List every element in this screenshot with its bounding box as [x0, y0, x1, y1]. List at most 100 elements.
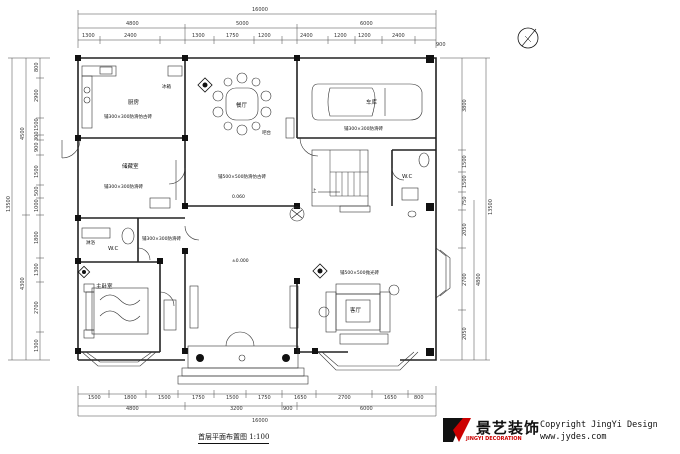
bottom-dim-d8: 2700 [338, 395, 351, 401]
bottom-dim-d2: 1800 [124, 395, 137, 401]
top-dim-1: 4800 [126, 21, 139, 27]
room-storage-name: 储藏室 [122, 162, 139, 170]
diamond-marker-icon [197, 77, 213, 93]
top-dim-d4: 1750 [226, 33, 239, 39]
website-text: www.jydes.com [540, 432, 607, 442]
left-dim-d4: 300 [34, 131, 40, 141]
bay-windows [81, 247, 451, 371]
right-overall-dim: 13500 [488, 199, 494, 215]
fridge-label: 冰箱 [162, 83, 171, 90]
room-garage-name: 车库 [366, 98, 378, 106]
left-overall-dim: 13500 [6, 196, 12, 212]
bottom-dim-d10: 800 [414, 395, 424, 401]
left-dim-d10: 1300 [34, 263, 40, 276]
bottom-overall-dim: 16000 [252, 418, 268, 424]
bottom-dim-d7: 1650 [294, 395, 307, 401]
living-room: ±0.000 铺500×500抛光砖 客厅 [232, 258, 400, 345]
top-dim-d5: 1200 [258, 33, 271, 39]
dining-room: 餐厅 铺500×500防滑仿古砖 吧台 0.060 [197, 72, 295, 200]
exterior-walls [77, 57, 437, 361]
left-dim-d9: 1800 [34, 231, 40, 244]
left-dim-d8: 1000 [34, 199, 40, 212]
room-dining-note: 铺500×500防滑仿古砖 [218, 173, 266, 180]
room-bedroom-name: 主卧室 [96, 282, 113, 290]
door-swings [137, 167, 405, 307]
left-dim-d3: 1500 [34, 118, 40, 131]
wc-right: W.C [401, 152, 430, 218]
right-dim-d1: 3800 [462, 99, 468, 112]
top-dim-3: 6000 [360, 21, 373, 27]
left-mid-dim-1: 4500 [20, 127, 26, 140]
room-wc-right-name: W.C [402, 174, 413, 180]
left-dim-d2: 2900 [34, 89, 40, 102]
plant-icon [289, 206, 305, 222]
plan-title: 首层平面布置图 1:100 [198, 432, 270, 444]
room-living-name: 客厅 [350, 306, 362, 314]
brand-logo-icon [443, 418, 471, 442]
room-dining-name: 餐厅 [236, 101, 248, 109]
kitchen: 冰箱 厨房 铺300×300防滑仿古砖 [81, 65, 183, 129]
bottom-dim-3: 900 [283, 406, 293, 412]
staircase: 上 [311, 149, 371, 213]
room-storage-note: 铺300×300防滑砖 [104, 183, 143, 190]
right-dim-d3: 1500 [462, 175, 468, 188]
bottom-dim-4: 6000 [360, 406, 373, 412]
wc-left: W.C 铺300×300防滑砖 淋浴 [81, 227, 181, 252]
entrance-porch [177, 285, 309, 385]
bottom-dim-d3: 1500 [158, 395, 171, 401]
top-dim-d6: 2400 [300, 33, 313, 39]
right-dim-d4: 750 [462, 196, 468, 206]
bottom-dim-d1: 1500 [88, 395, 101, 401]
diamond-marker-icon [77, 265, 91, 279]
room-kitchen-name: 厨房 [128, 98, 140, 106]
bar-label: 吧台 [262, 129, 271, 136]
right-dim-d5: 2050 [462, 223, 468, 236]
top-dim-d7: 1200 [334, 33, 347, 39]
interior-walls [78, 58, 436, 353]
left-dim-d6: 1500 [34, 165, 40, 178]
top-dimensions: 16000 4800 5000 6000 1300 2400 1300 1750… [77, 7, 446, 48]
north-arrow-icon [517, 27, 539, 49]
top-dim-d8: 1200 [358, 33, 371, 39]
left-dim-d12: 1300 [34, 339, 40, 352]
top-dim-d9: 2400 [392, 33, 405, 39]
bottom-dim-1: 4800 [126, 406, 139, 412]
top-overall-dim: 16000 [252, 7, 268, 13]
master-bedroom: 主卧室 [77, 265, 177, 339]
bottom-dim-2: 3200 [230, 406, 243, 412]
top-dim-2: 5000 [236, 21, 249, 27]
right-dim-d6: 2700 [462, 273, 468, 286]
bottom-dimensions: 1500 1800 1500 1750 1500 1750 1650 2700 … [77, 386, 437, 424]
left-dim-d1: 800 [34, 62, 40, 72]
wc-left-shower-label: 淋浴 [86, 239, 95, 246]
room-garage-note: 铺300×300防滑砖 [344, 125, 383, 132]
structural-columns [75, 55, 434, 356]
room-living-note: 铺500×500抛光砖 [340, 269, 379, 276]
bottom-dim-d5: 1500 [226, 395, 239, 401]
stair-up-label: 上 [312, 187, 317, 194]
bottom-dim-d4: 1750 [192, 395, 205, 401]
level-dining: 0.060 [232, 194, 245, 200]
top-dim-d10: 900 [436, 42, 446, 48]
diamond-marker-icon [312, 263, 328, 279]
storage-room: 储藏室 铺300×300防滑砖 [61, 139, 177, 209]
top-dim-d3: 1300 [192, 33, 205, 39]
left-mid-dim-2: 4300 [20, 277, 26, 290]
brand-name: 景艺装饰 [476, 419, 541, 437]
brand-subtitle: JINGYI DECORATION [466, 436, 522, 442]
right-mid-dim-1: 4800 [476, 273, 482, 286]
top-dim-d2: 2400 [124, 33, 137, 39]
top-dim-d1: 1300 [82, 33, 95, 39]
left-dimensions: 13500 4500 4300 800 2900 1500 300 900 15… [6, 57, 50, 361]
copyright-text: Copyright JingYi Design [540, 420, 658, 430]
room-wc-left-note: 铺300×300防滑砖 [142, 235, 181, 242]
room-wc-left-name: W.C [108, 246, 119, 252]
left-dim-d7: 500 [34, 186, 40, 196]
level-living: ±0.000 [232, 258, 249, 264]
right-dim-d2: 1500 [462, 155, 468, 168]
left-dim-d5: 900 [34, 142, 40, 152]
bottom-dim-d9: 1650 [384, 395, 397, 401]
room-kitchen-note: 铺300×300防滑仿古砖 [104, 113, 152, 120]
right-dim-d7: 2050 [462, 327, 468, 340]
